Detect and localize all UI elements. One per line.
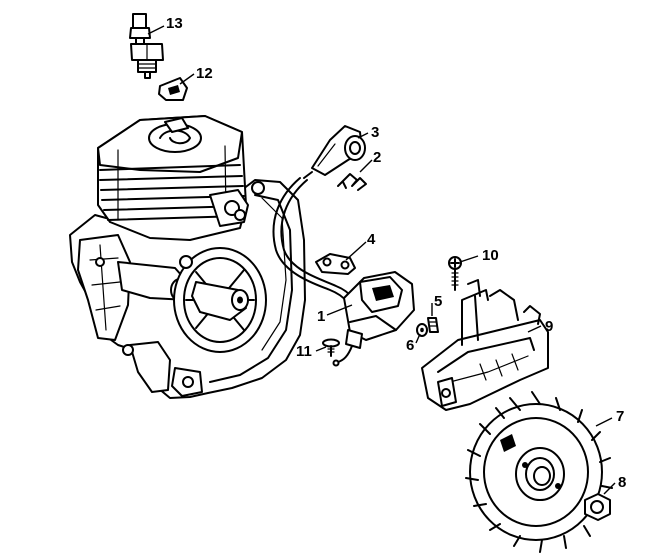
leader-11 [315,346,327,352]
nut-5 [427,317,439,333]
leader-13 [147,25,165,35]
callout-10: 10 [482,247,499,264]
callout-4: 4 [367,231,376,248]
callout-9: 9 [545,318,553,335]
screw-10 [448,256,462,291]
washer-6 [416,323,428,337]
leader-12 [179,73,195,85]
callout-1: 1 [317,308,325,325]
callout-7: 7 [616,408,624,425]
screw-11 [322,338,340,357]
leader-7 [595,417,613,427]
spark-plug [129,13,164,79]
engine-housing [69,179,306,399]
callout-6: 6 [406,337,414,354]
callout-numbers: 13 12 3 2 4 1 10 5 6 9 11 7 8 [166,15,626,491]
leader-3 [357,132,369,139]
bracket [315,253,356,275]
flywheel-nut [584,493,611,521]
cylinder [97,115,249,241]
callout-8: 8 [618,474,626,491]
spring-clip [337,173,367,191]
callout-12: 12 [196,65,213,82]
leader-4 [345,241,367,261]
leader-10 [459,255,479,263]
callout-3: 3 [371,124,379,141]
leader-2 [359,159,373,173]
ignition-module [332,271,415,367]
callout-5: 5 [434,293,442,310]
callout-2: 2 [373,149,381,166]
boot-part-3 [311,125,366,176]
carrier-frame [421,279,549,411]
flywheel [465,391,613,553]
callout-11: 11 [296,343,312,360]
leader-lines [147,25,616,495]
leader-6 [415,333,421,344]
leader-1 [326,304,353,316]
leader-8 [603,482,616,495]
callout-13: 13 [166,15,183,32]
leader-9 [527,325,542,333]
